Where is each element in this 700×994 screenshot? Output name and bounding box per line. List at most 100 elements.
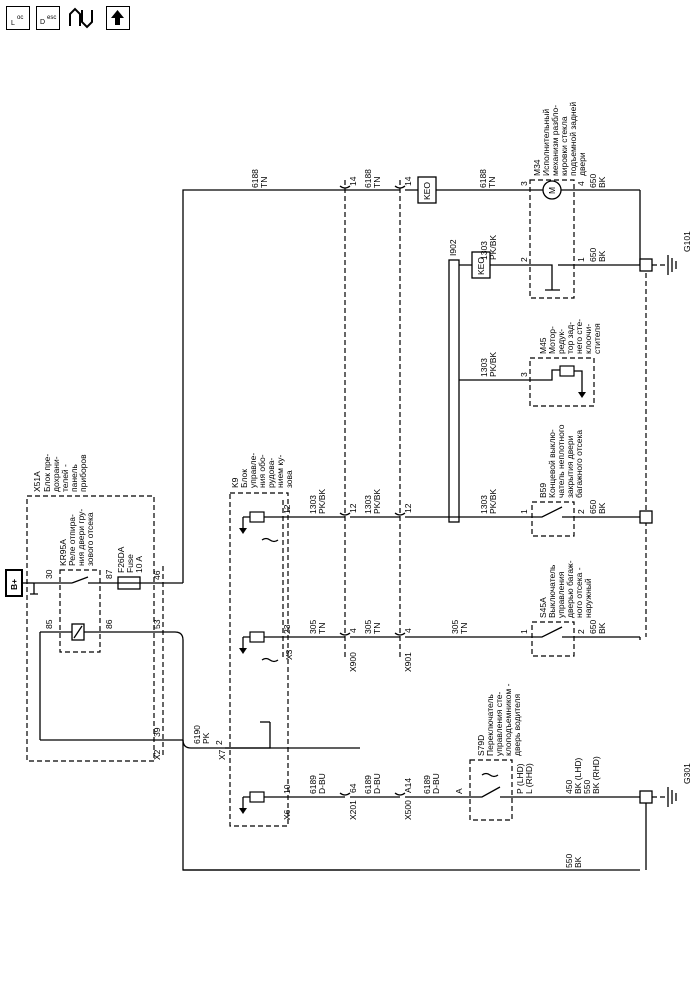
keo-box-top: KEO <box>417 176 437 204</box>
svg-text:D-BU: D-BU <box>317 773 327 794</box>
connector-swap-icon <box>69 7 93 29</box>
connector-nav-button[interactable] <box>66 6 96 30</box>
wire-6188-feed <box>182 189 350 583</box>
svg-text:TN: TN <box>372 177 382 188</box>
k9-logic-symbol-1 <box>261 537 279 543</box>
svg-text:650: 650 <box>588 174 598 188</box>
svg-text:305: 305 <box>363 620 373 634</box>
svg-text:305: 305 <box>450 620 460 634</box>
svg-text:PK/BK: PK/BK <box>488 352 498 377</box>
s79d-switch-outline <box>469 759 513 821</box>
k9-input-pin10: 10 X6 <box>239 784 345 820</box>
location-nav-button[interactable]: L oc <box>6 6 30 30</box>
svg-text:Fuse: Fuse <box>125 554 135 573</box>
svg-text:550: 550 <box>582 780 592 794</box>
svg-text:12: 12 <box>348 503 358 513</box>
svg-text:D-BU: D-BU <box>431 773 441 794</box>
svg-text:зова: зова <box>284 470 294 488</box>
svg-text:X901: X901 <box>403 652 413 672</box>
svg-text:BK: BK <box>597 622 607 634</box>
svg-text:приборов: приборов <box>78 454 88 492</box>
pin-86: 86 <box>104 619 114 629</box>
svg-text:нием ку-: нием ку- <box>275 455 285 488</box>
svg-text:4: 4 <box>403 628 413 633</box>
svg-text:Блок пре-: Блок пре- <box>42 454 52 492</box>
svg-text:TN: TN <box>259 177 269 188</box>
pin-46: 46 <box>152 570 162 580</box>
m45-label: M45 Мотор- редук- тор зад- него сте- кло… <box>538 319 602 354</box>
svg-text:кировки стекла: кировки стекла <box>559 116 569 176</box>
svg-text:G301: G301 <box>682 763 692 784</box>
svg-text:багажного отсека: багажного отсека <box>574 430 584 498</box>
wire-coil-return <box>160 631 360 749</box>
svg-text:BK (RHD): BK (RHD) <box>591 756 601 794</box>
svg-text:X51A: X51A <box>32 471 42 492</box>
svg-text:F26DA: F26DA <box>116 546 126 573</box>
kr95a-relay-box <box>59 569 101 653</box>
svg-text:6188: 6188 <box>363 169 373 188</box>
b59-ground-splice <box>639 510 653 524</box>
svg-text:клоочи-: клоочи- <box>583 324 593 354</box>
svg-text:дверь водителя: дверь водителя <box>512 694 522 756</box>
s79d-switch <box>470 786 512 798</box>
b59-switch-outline <box>531 501 575 537</box>
svg-text:1303: 1303 <box>479 358 489 377</box>
svg-text:12: 12 <box>403 503 413 513</box>
x900-pins: 14 12 4 64 X900 X201 <box>339 176 358 820</box>
pin-85: 85 <box>44 619 54 629</box>
svg-text:дохрани-: дохрани- <box>51 456 61 492</box>
svg-text:A14: A14 <box>403 778 413 793</box>
svg-text:BK: BK <box>597 502 607 514</box>
svg-text:550: 550 <box>564 854 574 868</box>
svg-text:X7: X7 <box>217 749 227 760</box>
svg-text:стителя: стителя <box>592 323 602 354</box>
svg-text:PK/BK: PK/BK <box>317 489 327 514</box>
m34-switch <box>530 264 560 291</box>
svg-text:M45: M45 <box>538 337 548 354</box>
pin-30: 30 <box>44 569 54 579</box>
m45-motor-icon <box>559 365 575 377</box>
up-nav-button[interactable] <box>106 6 130 30</box>
b59-switch <box>530 506 574 518</box>
i902-label: I902 <box>448 239 458 256</box>
svg-text:чатель неплотного: чатель неплотного <box>556 424 566 498</box>
svg-text:K9: K9 <box>230 477 240 488</box>
svg-text:2: 2 <box>576 509 586 514</box>
description-nav-button[interactable]: D esc <box>36 6 60 30</box>
kr95a-contact <box>34 576 118 584</box>
svg-text:Концевой выклю-: Концевой выклю- <box>547 429 557 498</box>
svg-text:650: 650 <box>588 248 598 262</box>
g101-ground-symbol: G101 <box>667 231 692 275</box>
svg-text:1303: 1303 <box>479 241 489 260</box>
svg-text:M34: M34 <box>532 159 542 176</box>
desc-esc: esc <box>47 15 57 21</box>
svg-text:S45A: S45A <box>538 597 548 618</box>
svg-text:1: 1 <box>519 629 529 634</box>
svg-text:2: 2 <box>576 629 586 634</box>
svg-text:Реле отпира-: Реле отпира- <box>67 514 77 566</box>
svg-text:14: 14 <box>348 176 358 186</box>
svg-text:KEO: KEO <box>422 182 432 200</box>
wire-550-ground-run <box>182 740 360 871</box>
k9-logic-symbol-2 <box>261 657 279 663</box>
s45a-switch <box>530 626 574 638</box>
f26da-label: F26DA Fuse 10 A <box>116 546 144 573</box>
k9-pin2-switch <box>225 722 271 749</box>
svg-text:S79D: S79D <box>476 735 486 756</box>
svg-text:зового отсека: зового отсека <box>85 512 95 566</box>
svg-text:6189: 6189 <box>308 775 318 794</box>
x2-label: X2 <box>152 749 162 760</box>
svg-text:1303: 1303 <box>308 495 318 514</box>
x900-to-x901-wires <box>350 189 400 798</box>
svg-text:10: 10 <box>282 784 292 794</box>
svg-text:G101: G101 <box>682 231 692 252</box>
m34-actuator-outline <box>529 179 575 299</box>
svg-text:наружный: наружный <box>583 578 593 618</box>
b-plus-source: B+ <box>5 569 34 597</box>
loc-l: L <box>11 20 15 27</box>
svg-text:12: 12 <box>282 504 292 514</box>
m45-motor-outline <box>529 357 595 407</box>
svg-text:3: 3 <box>519 181 529 186</box>
x51a-fuse-block-outline <box>26 495 155 762</box>
b-plus-terminal <box>30 583 38 595</box>
